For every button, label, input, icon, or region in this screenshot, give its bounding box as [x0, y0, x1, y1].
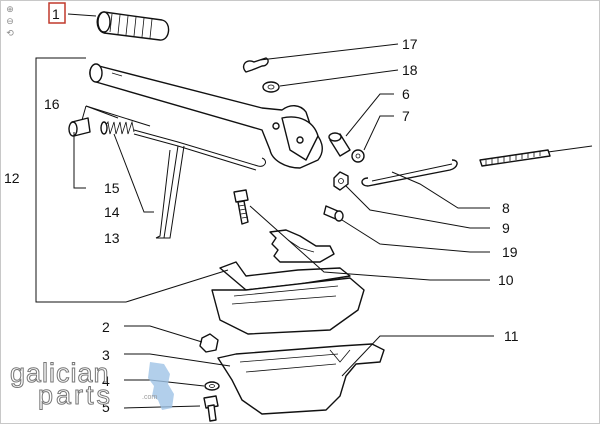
part-release-rod[interactable] — [133, 129, 266, 171]
part-screw-10[interactable] — [233, 189, 249, 225]
part-lower-housing[interactable] — [217, 343, 385, 415]
part-washer-7[interactable] — [351, 149, 365, 163]
part-nut-2[interactable] — [199, 333, 219, 353]
part-label-12[interactable]: 12 — [4, 170, 20, 186]
part-washer-4[interactable] — [204, 381, 220, 391]
part-label-19[interactable]: 19 — [502, 244, 518, 260]
part-small-bushing[interactable] — [68, 117, 91, 137]
part-label-13[interactable]: 13 — [104, 230, 120, 246]
part-cable-rod[interactable] — [361, 145, 593, 187]
part-label-17[interactable]: 17 — [402, 36, 418, 52]
part-label-18[interactable]: 18 — [402, 62, 418, 78]
reset-icon[interactable]: ⟲ — [6, 28, 14, 38]
part-spring[interactable] — [100, 120, 135, 135]
watermark-logo: galician parts .com — [6, 358, 206, 418]
part-label-14[interactable]: 14 — [104, 204, 120, 220]
part-label-16[interactable]: 16 — [44, 96, 60, 112]
part-label-10[interactable]: 10 — [498, 272, 514, 288]
part-label-2[interactable]: 2 — [102, 319, 110, 335]
leader-lines — [35, 13, 494, 409]
part-label-4[interactable]: 4 — [102, 373, 110, 389]
part-upper-bracket[interactable] — [211, 261, 365, 335]
part-bushing[interactable] — [323, 205, 344, 222]
part-label-15[interactable]: 15 — [104, 180, 120, 196]
part-label-1[interactable]: 1 — [52, 6, 60, 22]
part-label-11[interactable]: 11 — [504, 328, 519, 344]
part-label-3[interactable]: 3 — [102, 347, 110, 363]
selected-part-box — [48, 2, 66, 24]
watermark-line-1: galician — [10, 358, 110, 389]
part-label-5[interactable]: 5 — [102, 399, 110, 415]
part-label-7[interactable]: 7 — [402, 108, 410, 124]
part-grip[interactable] — [96, 11, 170, 41]
part-bolt-5[interactable] — [203, 395, 219, 422]
zoom-in-icon[interactable]: ⊕ — [6, 4, 14, 14]
part-pin[interactable] — [328, 132, 351, 157]
map-silhouette-icon — [148, 362, 174, 410]
part-clip[interactable] — [242, 57, 269, 73]
part-nut[interactable] — [333, 171, 349, 191]
part-lever-arm[interactable] — [89, 63, 323, 169]
part-label-9[interactable]: 9 — [502, 220, 510, 236]
part-label-6[interactable]: 6 — [402, 86, 410, 102]
part-label-8[interactable]: 8 — [502, 200, 510, 216]
viewer-toolbar: ⊕ ⊖ ⟲ — [4, 4, 18, 44]
watermark-suffix: .com — [142, 394, 158, 401]
part-washer-top[interactable] — [262, 81, 280, 93]
part-ratchet-sector[interactable] — [269, 229, 335, 263]
watermark-line-2: parts — [37, 380, 114, 411]
zoom-out-icon[interactable]: ⊖ — [6, 16, 14, 26]
